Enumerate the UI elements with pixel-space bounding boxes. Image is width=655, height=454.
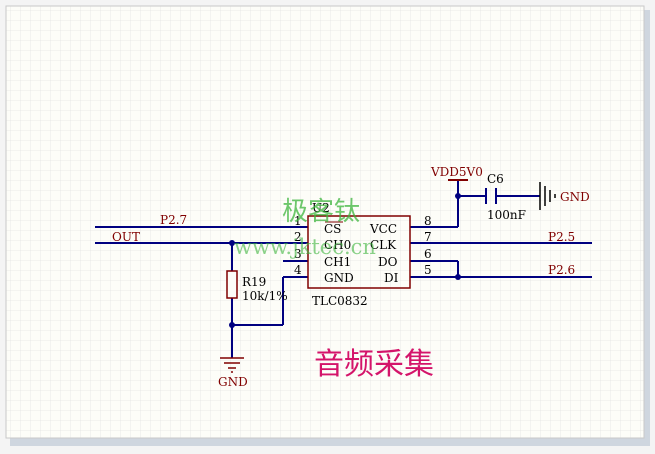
pin-name-ch1: CH1	[324, 255, 351, 269]
pin-num-8: 8	[424, 214, 432, 228]
pin-num-6: 6	[424, 247, 432, 261]
capacitor-c6	[485, 188, 497, 204]
pin-name-cs: CS	[324, 222, 341, 236]
watermark-line1: 极客钛	[282, 197, 360, 227]
resistor-value: 10k/1%	[242, 289, 288, 303]
gnd-bottom-label: GND	[218, 375, 248, 389]
chip-part: TLC0832	[312, 294, 368, 308]
pin-num-1: 1	[294, 214, 302, 228]
gnd-right-label: GND	[560, 190, 590, 204]
pin-num-4: 4	[294, 263, 302, 277]
sheet-border	[5, 5, 645, 439]
resistor-r19: R19 10k/1%	[226, 270, 288, 303]
resistor-body	[226, 270, 238, 299]
pin-name-di: DI	[384, 271, 399, 285]
net-label-out: OUT	[112, 230, 140, 244]
gnd-bottom-symbol	[220, 357, 244, 373]
wires	[95, 180, 592, 358]
vdd-label: VDD5V0	[430, 165, 483, 179]
pin-name-gnd: GND	[324, 271, 354, 285]
resistor-ref: R19	[242, 275, 266, 289]
capacitor-value: 100nF	[487, 208, 526, 222]
junction-out	[229, 240, 235, 246]
pin-num-3: 3	[294, 247, 302, 261]
chip-u2: U2 TLC0832 1 2 3 4 CS CH0 CH1 GND 8 7 6 …	[294, 201, 432, 308]
pin-name-vcc: VCC	[369, 222, 397, 236]
junction-vcc	[455, 193, 461, 199]
chip-ref: U2	[312, 201, 330, 215]
chip-body	[307, 215, 411, 289]
net-label-p26: P2.6	[548, 263, 575, 277]
capacitor-ref: C6	[487, 172, 504, 186]
junctions	[229, 193, 461, 328]
junction-di	[455, 274, 461, 280]
pin-num-5: 5	[424, 263, 432, 277]
pin-num-7: 7	[424, 230, 432, 244]
gnd-right-symbol	[539, 182, 556, 210]
diagram-title: 音频采集	[314, 347, 434, 382]
net-label-p25: P2.5	[548, 230, 575, 244]
net-label-p27: P2.7	[160, 213, 187, 227]
watermark-line2: www.jktec.cn	[234, 235, 376, 259]
pin-name-do: DO	[378, 255, 398, 269]
pin-name-clk: CLK	[370, 238, 397, 252]
junction-gnd	[229, 322, 235, 328]
pin-name-ch0: CH0	[324, 238, 351, 252]
pin-num-2: 2	[294, 230, 302, 244]
